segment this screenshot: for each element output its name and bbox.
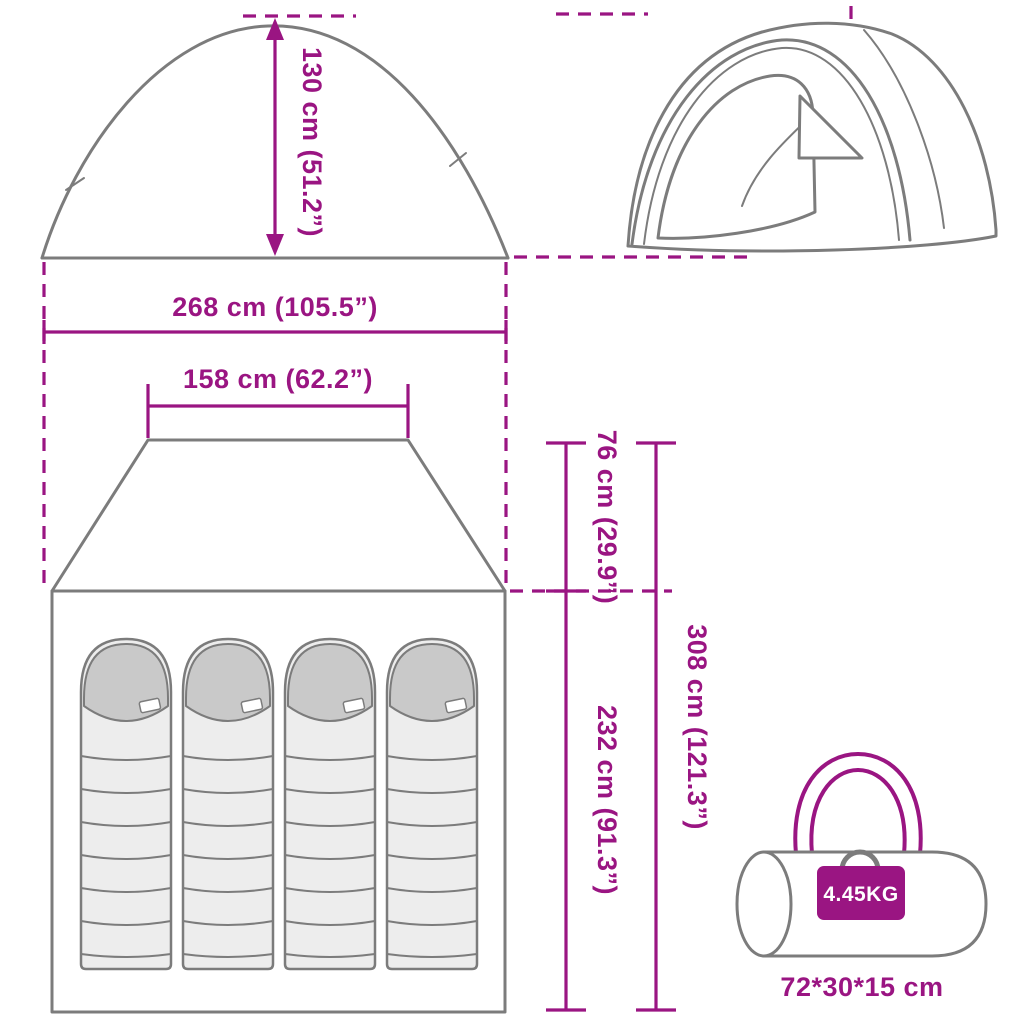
tent-3d-door-opening	[656, 73, 817, 240]
outer-width-dimension-label: 268 cm (105.5”)	[172, 292, 378, 322]
carry-bag: 4.45KG 72*30*15 cm	[735, 752, 988, 1002]
sleeping-bag	[181, 637, 275, 971]
tent-3d-front-pole-inner	[643, 46, 900, 245]
inner-depth-dimension: 232 cm (91.3”)	[546, 591, 622, 1012]
weight-badge	[817, 866, 905, 920]
carry-bag-handle-right-inner	[856, 768, 907, 856]
tent-3d-front-pole	[630, 38, 912, 246]
sleeping-bag	[283, 637, 377, 971]
guy-line-tab-right	[449, 152, 467, 167]
height-dimension-label: 130 cm (51.2”)	[297, 47, 327, 237]
carry-bag-handle-left-inner	[809, 768, 860, 856]
porch-depth-label: 76 cm (29.9”)	[592, 430, 622, 605]
sleeping-bag	[79, 637, 173, 971]
tent-side-view	[40, 24, 510, 260]
front-view-roof	[50, 438, 507, 593]
outer-width-dimension: 268 cm (105.5”)	[42, 262, 508, 590]
porch-depth-dimension: 76 cm (29.9”)	[510, 430, 672, 605]
carry-bag-handle-left	[793, 752, 860, 856]
inner-depth-label: 232 cm (91.3”)	[592, 705, 622, 895]
tent-3d-rear-pole	[863, 29, 945, 229]
guy-line-tab-left	[65, 177, 85, 191]
carry-bag-handle-right	[856, 752, 923, 856]
weight-badge-label: 4.45KG	[823, 883, 898, 906]
total-depth-dimension: 308 cm (121.3”)	[636, 441, 712, 1012]
inner-width-dimension: 158 cm (62.2”)	[146, 364, 410, 438]
weight-icon-handle	[839, 849, 881, 871]
tent-3d-window	[797, 94, 864, 160]
total-depth-label: 308 cm (121.3”)	[682, 624, 712, 830]
carry-bag-size-label: 72*30*15 cm	[780, 972, 943, 1002]
carry-bag-end-cap	[735, 850, 793, 958]
tent-front-view	[50, 438, 507, 1014]
tent-side-arch	[40, 24, 510, 260]
tent-3d-view	[514, 6, 998, 259]
inner-width-dimension-label: 158 cm (62.2”)	[183, 364, 373, 394]
sleeping-bag	[385, 637, 479, 971]
height-arrow-bottom	[266, 234, 284, 256]
height-arrow-top	[266, 18, 284, 40]
height-dimension: 130 cm (51.2”)	[243, 14, 356, 256]
